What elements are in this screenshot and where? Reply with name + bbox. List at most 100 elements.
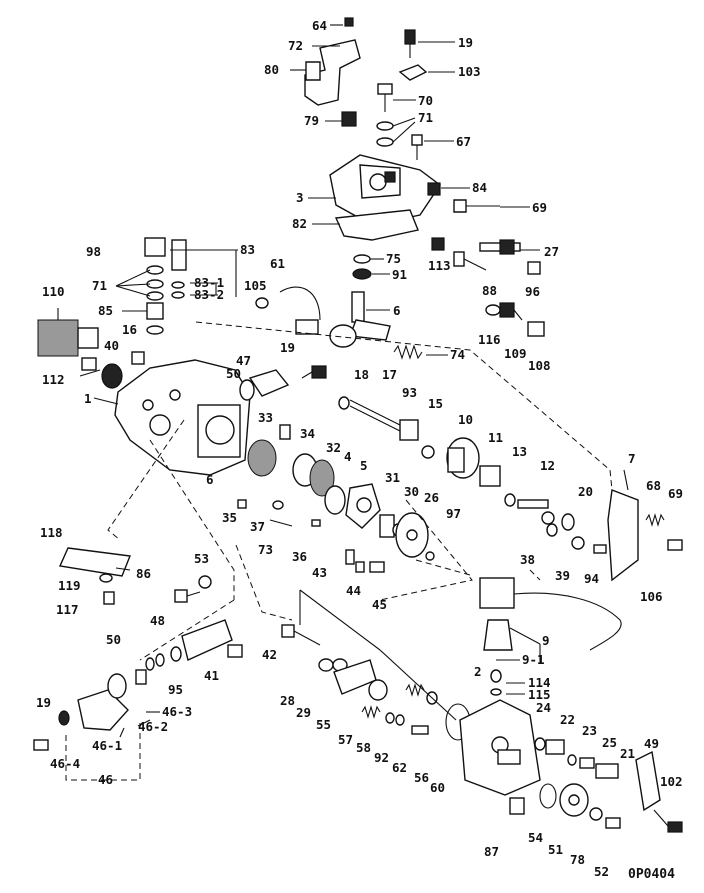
callout-25: 25: [602, 735, 617, 750]
part-drawings: [33, 17, 683, 833]
callout-19-mid: 19: [280, 340, 295, 355]
callout-50-left: 50: [106, 632, 121, 647]
callout-80: 80: [264, 62, 279, 77]
callout-32: 32: [326, 440, 341, 455]
callout-9: 9: [542, 633, 550, 648]
callout-28: 28: [280, 693, 295, 708]
callout-57: 57: [338, 732, 353, 747]
callout-110: 110: [42, 284, 65, 299]
callout-64: 64: [312, 18, 327, 33]
callout-5: 5: [360, 458, 368, 473]
callout-19: 19: [458, 35, 473, 50]
callout-106: 106: [640, 589, 663, 604]
callout-11: 11: [488, 430, 503, 445]
callout-22: 22: [560, 712, 575, 727]
callout-46-3: 46-3: [162, 704, 192, 719]
callout-75: 75: [386, 251, 401, 266]
callout-50: 50: [226, 366, 241, 381]
callout-97: 97: [446, 506, 461, 521]
callout-39: 39: [555, 568, 570, 583]
callout-46-2: 46-2: [138, 719, 168, 734]
callout-118: 118: [40, 525, 63, 540]
callout-46-1: 46-1: [92, 738, 122, 753]
callout-7: 7: [628, 451, 636, 466]
callout-56: 56: [414, 770, 429, 785]
callout-8: 6: [393, 303, 401, 318]
callout-29: 29: [296, 705, 311, 720]
callout-37: 37: [250, 519, 265, 534]
callout-78: 78: [570, 852, 585, 867]
callout-69: 69: [532, 200, 547, 215]
callout-114: 114: [528, 675, 551, 690]
callout-79: 79: [304, 113, 319, 128]
callout-116: 116: [478, 332, 501, 347]
callout-36: 36: [292, 549, 307, 564]
callout-54: 54: [528, 830, 543, 845]
callout-98: 98: [86, 244, 101, 259]
callout-15: 15: [428, 396, 443, 411]
callout-labels: 64 72 80 19 103 70 79 71 67 3 84 69 82 2…: [36, 18, 683, 882]
callout-73: 73: [258, 542, 273, 557]
callout-20: 20: [578, 484, 593, 499]
callout-94: 94: [584, 571, 599, 586]
callout-46-4: 46-4: [50, 756, 80, 771]
callout-24: 24: [536, 700, 551, 715]
callout-67: 67: [456, 134, 471, 149]
callout-47: 47: [236, 353, 251, 368]
callout-53: 53: [194, 551, 209, 566]
callout-113: 113: [428, 258, 451, 273]
callout-71-left: 71: [92, 278, 107, 293]
callout-92: 92: [374, 750, 389, 765]
callout-41: 41: [204, 668, 219, 683]
callout-2: 2: [474, 664, 482, 679]
callout-84: 84: [472, 180, 487, 195]
callout-85: 85: [98, 303, 113, 318]
callout-74: 74: [450, 347, 465, 362]
callout-52: 52: [594, 864, 609, 879]
callout-58: 58: [356, 740, 371, 755]
callout-60: 60: [430, 780, 445, 795]
callout-115: 115: [528, 687, 551, 702]
callout-35: 35: [222, 510, 237, 525]
callout-108: 108: [528, 358, 551, 373]
callout-86: 86: [136, 566, 151, 581]
callout-109: 109: [504, 346, 527, 361]
callout-51: 51: [548, 842, 563, 857]
callout-1: 1: [84, 391, 92, 406]
callout-105: 105: [244, 278, 267, 293]
callout-83: 83: [240, 242, 255, 257]
callout-44: 44: [346, 583, 361, 598]
callout-117: 117: [56, 602, 79, 617]
callout-30: 30: [404, 484, 419, 499]
callout-21: 21: [620, 746, 635, 761]
callout-48: 48: [150, 613, 165, 628]
callout-4: 4: [344, 449, 352, 464]
callout-18: 18: [354, 367, 369, 382]
callout-46: 46: [98, 772, 113, 787]
callout-119: 119: [58, 578, 81, 593]
callout-19-left: 19: [36, 695, 51, 710]
callout-71: 71: [418, 110, 433, 125]
callout-95: 95: [168, 682, 183, 697]
callout-72: 72: [288, 38, 303, 53]
callout-91: 91: [392, 267, 407, 282]
callout-34: 34: [300, 426, 315, 441]
callout-70: 70: [418, 93, 433, 108]
callout-12: 12: [540, 458, 555, 473]
callout-61: 61: [270, 256, 285, 271]
callout-26: 26: [424, 490, 439, 505]
callout-49: 49: [644, 736, 659, 751]
callout-27: 27: [544, 244, 559, 259]
callout-68: 68: [646, 478, 661, 493]
callout-88: 88: [482, 283, 497, 298]
callout-31: 31: [385, 470, 400, 485]
callout-10: 10: [458, 412, 473, 427]
callout-23: 23: [582, 723, 597, 738]
callout-87: 87: [484, 844, 499, 859]
callout-42: 42: [262, 647, 277, 662]
callout-112: 112: [42, 372, 65, 387]
callout-9-1: 9-1: [522, 652, 545, 667]
callout-82: 82: [292, 216, 307, 231]
callout-93: 93: [402, 385, 417, 400]
callout-6: 6: [206, 472, 214, 487]
